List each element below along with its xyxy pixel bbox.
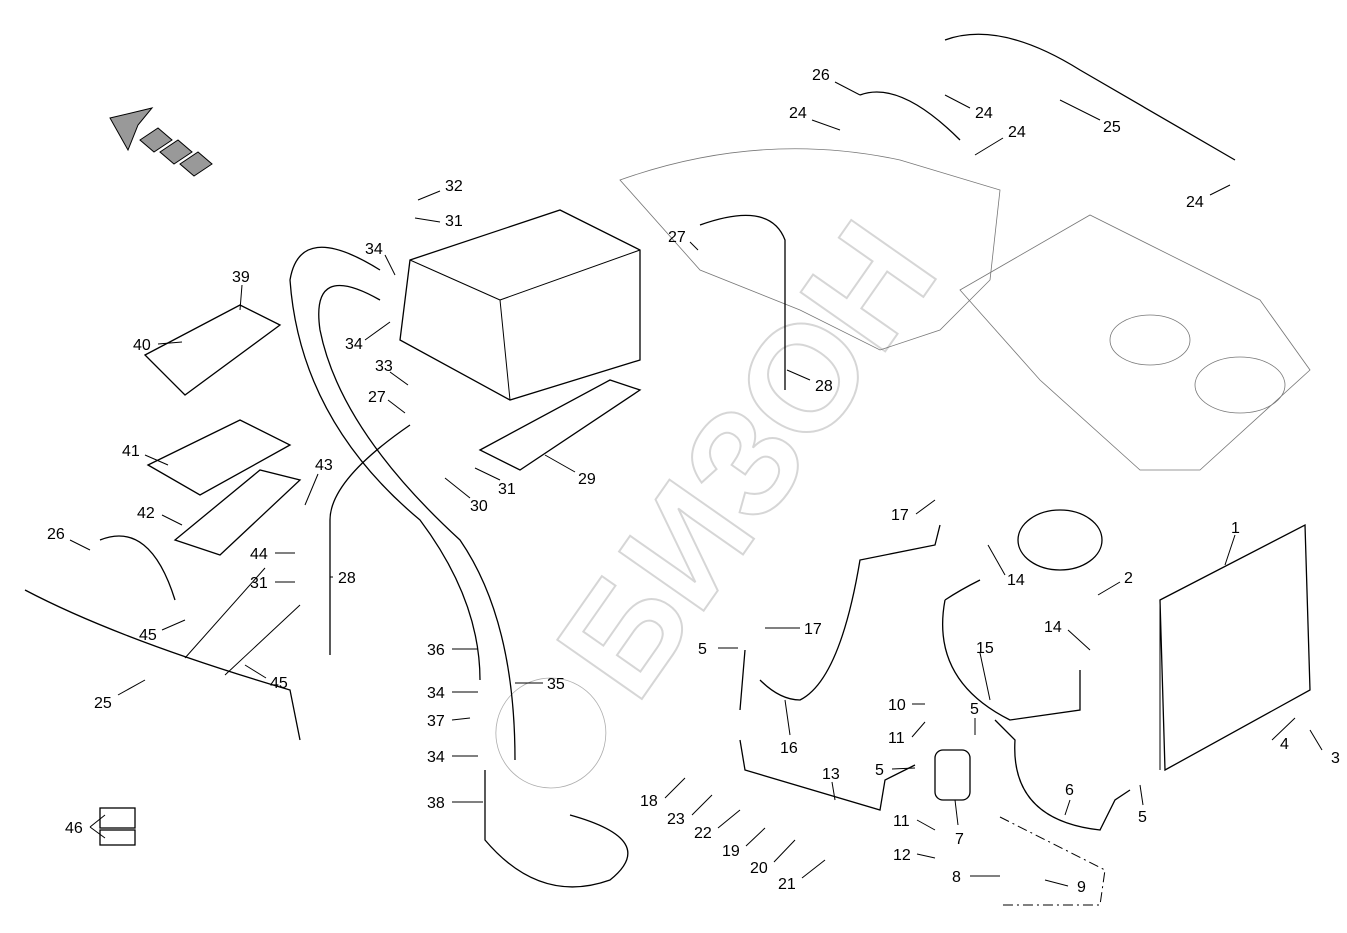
callout: 11	[888, 730, 905, 747]
callout: 26	[47, 526, 65, 543]
callout: 28	[815, 378, 833, 395]
callout: 42	[137, 505, 155, 522]
callout: 39	[232, 269, 250, 286]
callout: 43	[315, 457, 333, 474]
callout: 35	[547, 676, 565, 693]
callout: 3	[1331, 750, 1340, 767]
callout: 26	[812, 67, 830, 84]
callout: 20	[750, 860, 768, 877]
callout: 4	[1280, 736, 1289, 753]
callout: 32	[445, 178, 463, 195]
callout: 27	[368, 389, 386, 406]
callout: 5	[970, 701, 979, 718]
callout: 22	[694, 825, 712, 842]
callout: 19	[722, 843, 740, 860]
callout: 24	[1186, 194, 1204, 211]
callout: 5	[698, 641, 707, 658]
callout: 31	[445, 213, 463, 230]
callout: 34	[365, 241, 383, 258]
callout: 18	[640, 793, 658, 810]
callout: 14	[1044, 619, 1062, 636]
callout: 13	[822, 766, 840, 783]
callout: 17	[804, 621, 822, 638]
callout: 5	[875, 762, 884, 779]
callout: 34	[345, 336, 363, 353]
callout: 45	[270, 675, 288, 692]
callout: 16	[780, 740, 798, 757]
callout-labels: 32 31 34 34 39 40 33 27 41 42 43 44 31 2…	[47, 67, 1340, 896]
callout: 31	[498, 481, 516, 498]
callout: 7	[955, 831, 964, 848]
callout: 31	[250, 575, 268, 592]
callout: 11	[893, 813, 910, 830]
callout: 9	[1077, 879, 1086, 896]
callout: 29	[578, 471, 596, 488]
callout: 15	[976, 640, 994, 657]
leader-lines	[69, 81, 1323, 887]
callout: 40	[133, 337, 151, 354]
callout: 24	[1008, 124, 1026, 141]
callout: 21	[778, 876, 796, 893]
callout: 6	[1065, 782, 1074, 799]
callout: 8	[952, 869, 961, 886]
callout: 10	[888, 697, 906, 714]
callout: 27	[668, 229, 686, 246]
forward-arrow-icon	[109, 107, 213, 177]
callout: 38	[427, 795, 445, 812]
parts-drawing	[24, 33, 1311, 906]
callout: 14	[1007, 572, 1025, 589]
callout: 34	[427, 685, 445, 702]
callout: 24	[975, 105, 993, 122]
callout: 23	[667, 811, 685, 828]
callout: 45	[139, 627, 157, 644]
callout: 25	[1103, 119, 1121, 136]
callout: 46	[65, 820, 83, 837]
callout: 28	[338, 570, 356, 587]
callout: 33	[375, 358, 393, 375]
callout: 1	[1231, 520, 1240, 537]
callout: 25	[94, 695, 112, 712]
callout: 41	[122, 443, 140, 460]
callout: 12	[893, 847, 911, 864]
callout: 17	[891, 507, 909, 524]
callout: 37	[427, 713, 445, 730]
callout: 30	[470, 498, 488, 515]
callout: 2	[1124, 570, 1133, 587]
callout: 5	[1138, 809, 1147, 826]
callout: 44	[250, 546, 268, 563]
callout: 36	[427, 642, 445, 659]
callout: 24	[789, 105, 807, 122]
callout: 34	[427, 749, 445, 766]
